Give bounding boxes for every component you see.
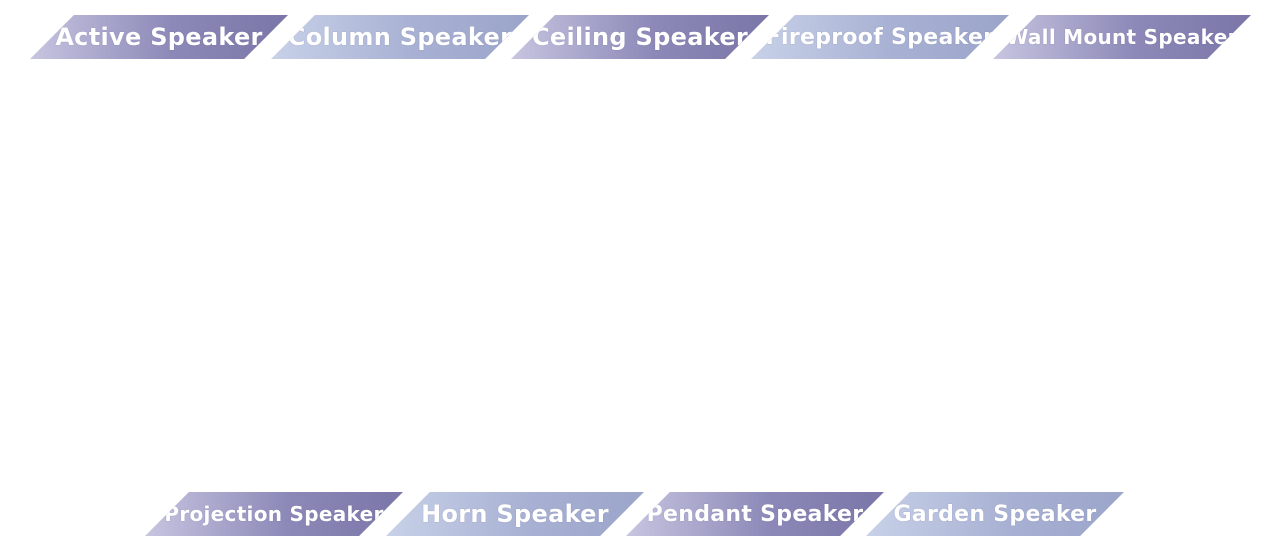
- tab-projection-speaker[interactable]: Projection Speaker: [145, 492, 403, 536]
- tab-active-speaker[interactable]: Active Speaker: [30, 15, 288, 59]
- tab-label: Garden Speaker: [893, 501, 1097, 527]
- tab-garden-speaker[interactable]: Garden Speaker: [866, 492, 1124, 536]
- tab-pendant-speaker[interactable]: Pendant Speaker: [626, 492, 884, 536]
- tab-label: Pendant Speaker: [646, 501, 864, 527]
- tab-label: Active Speaker: [55, 23, 263, 51]
- tab-fireproof-speaker[interactable]: Fireproof Speaker: [751, 15, 1009, 59]
- tab-horn-speaker[interactable]: Horn Speaker: [386, 492, 644, 536]
- tab-wall-mount-speaker[interactable]: Wall Mount Speaker: [993, 15, 1251, 59]
- tab-label: Horn Speaker: [421, 500, 609, 528]
- tab-ceiling-speaker[interactable]: Ceiling Speaker: [511, 15, 769, 59]
- tab-label: Projection Speaker: [164, 502, 384, 526]
- tab-label: Column Speaker: [287, 23, 513, 51]
- tab-label: Wall Mount Speaker: [1006, 25, 1238, 49]
- tab-column-speaker[interactable]: Column Speaker: [271, 15, 529, 59]
- tab-label: Fireproof Speaker: [765, 24, 995, 50]
- tab-label: Ceiling Speaker: [531, 23, 749, 51]
